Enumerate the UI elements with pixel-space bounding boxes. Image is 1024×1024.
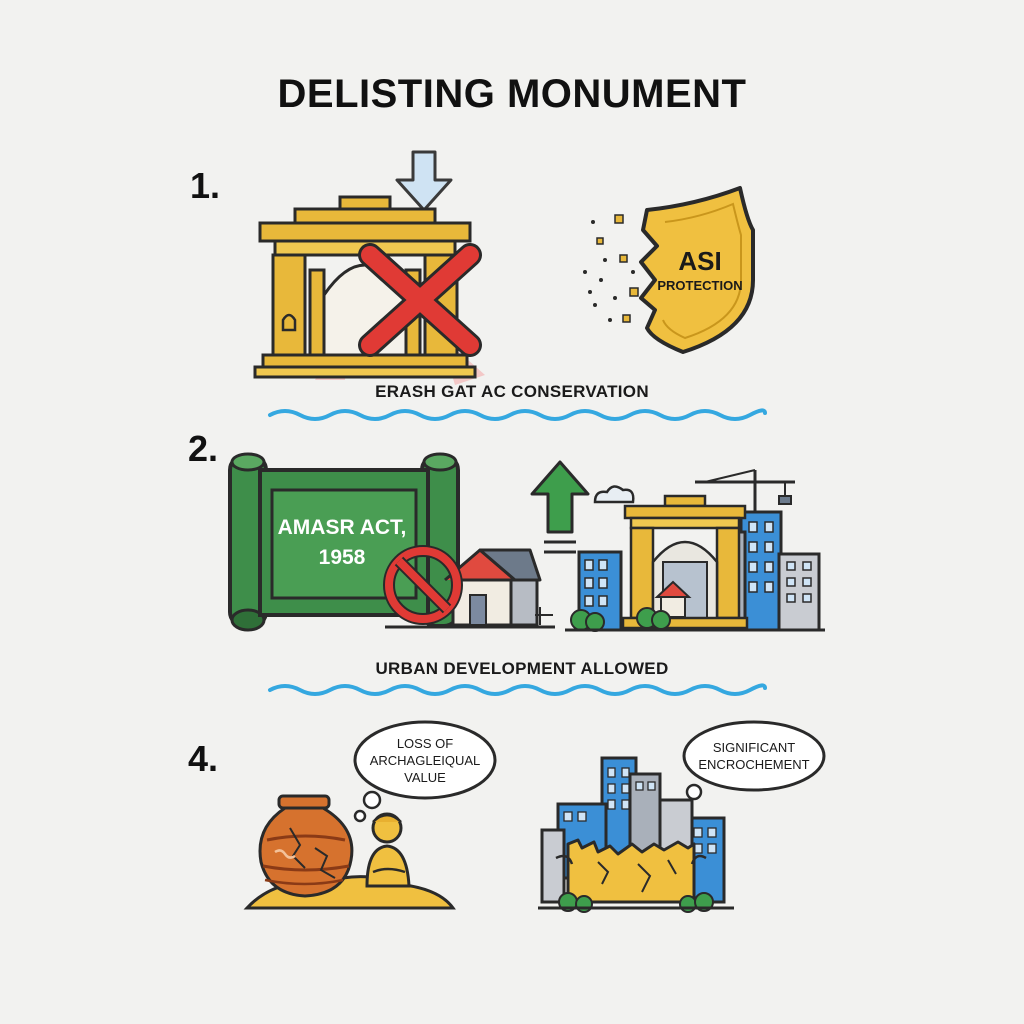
no-house-icon [383, 545, 555, 629]
step-1-number: 1. [190, 165, 221, 206]
step-2-caption: URBAN DEVELOPMENT ALLOWED [375, 659, 669, 678]
amasr-act-scroll-icon: AMASR ACT, 1958 [228, 452, 460, 632]
bubble-left-line-2: ARCHAGLEIQUAL [370, 753, 481, 768]
wave-divider [268, 683, 767, 696]
bubble-left-line-3: VALUE [404, 770, 446, 785]
bubble-left-line-1: LOSS OF [397, 736, 453, 751]
step-2-number: 2. [188, 428, 219, 469]
up-arrow-icon [530, 460, 590, 554]
broken-pot-and-person-icon [243, 794, 456, 910]
step-1-caption: ERASH GAT AC CONSERVATION [375, 382, 649, 401]
speech-bubble-loss-of-value: LOSS OF ARCHAGLEIQUAL VALUE [353, 720, 497, 823]
asi-protection-shield-icon: ASI PROTECTION [583, 186, 755, 354]
step-4-number: 4. [188, 738, 219, 779]
scroll-title: AMASR ACT, [278, 516, 407, 539]
down-arrow-icon [395, 150, 453, 212]
scroll-year: 1958 [319, 546, 366, 569]
page-title: DELISTING MONUMENT [277, 72, 747, 116]
encroached-ruins-city-icon [538, 756, 734, 913]
speech-bubble-encroachment: SIGNIFICANT ENCROCHEMENT [678, 720, 826, 812]
bubble-right-line-2: ENCROCHEMENT [698, 757, 809, 772]
bubble-right-line-1: SIGNIFICANT [713, 740, 795, 755]
urban-development-city-icon [565, 469, 825, 632]
shield-label-asi: ASI [678, 246, 721, 276]
shield-label-protection: PROTECTION [657, 278, 742, 293]
wave-divider [268, 408, 767, 421]
monument-gate-icon [253, 195, 485, 385]
